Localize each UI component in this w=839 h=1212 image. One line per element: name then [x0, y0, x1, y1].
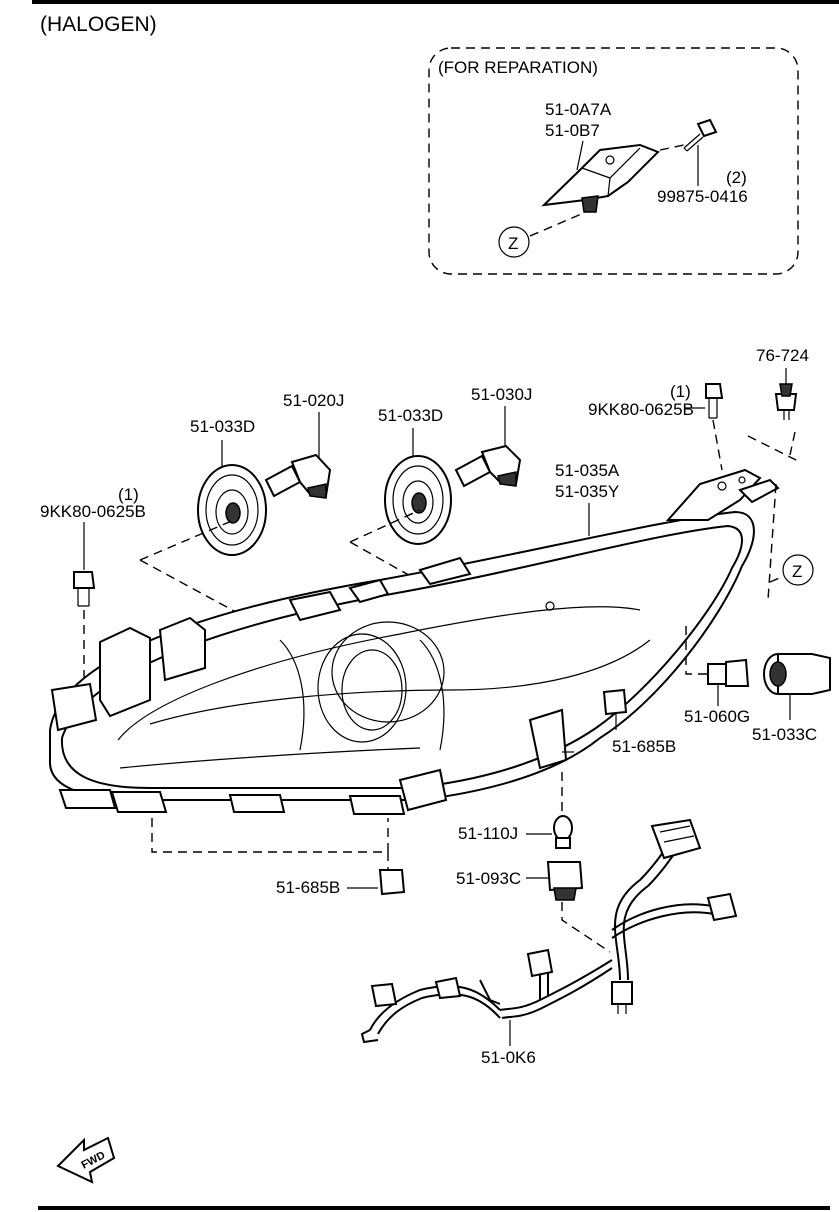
fwd-arrow-icon: FWD	[56, 1136, 116, 1184]
push-clip	[774, 383, 798, 420]
inset-zone-marker	[498, 226, 530, 258]
label-clip-bottom: 51-685B	[276, 878, 340, 897]
label-housing-a: 51-035A	[555, 461, 620, 480]
headlamp-housing	[48, 468, 780, 815]
label-clip-76: 76-724	[756, 346, 809, 365]
label-cap-pos: 51-033C	[752, 725, 817, 744]
label-bulb-high: 51-030J	[471, 385, 532, 404]
bulb-signal	[553, 815, 573, 849]
label-socket: 51-093C	[456, 869, 521, 888]
bulb-high	[454, 444, 522, 488]
label-clip-right: 51-685B	[612, 737, 676, 756]
label-bolt-right: 9KK80-0625B	[588, 400, 694, 419]
label-screw-qty: (2)	[726, 168, 747, 187]
repair-bracket	[541, 143, 660, 213]
label-harness: 51-0K6	[481, 1048, 536, 1067]
label-bulb-pos: 51-060G	[684, 707, 750, 726]
repair-screw	[683, 118, 718, 152]
diagram-title: (HALOGEN)	[40, 13, 157, 36]
bolt-right	[705, 383, 724, 419]
bulb-position	[707, 658, 750, 687]
cap-left	[197, 464, 267, 556]
repair-inset: (FOR REPARATION) 51-0A7A 51-0B7 (2) 9987…	[428, 47, 799, 275]
inset-title: (FOR REPARATION)	[438, 58, 598, 77]
zone-marker-letter: Z	[792, 562, 802, 581]
label-bracket-a: 51-0A7A	[545, 100, 612, 119]
label-bracket-b: 51-0B7	[545, 121, 600, 140]
socket	[546, 861, 584, 901]
inset-frame	[428, 47, 799, 275]
inset-zone-letter: Z	[508, 234, 518, 253]
label-housing-y: 51-035Y	[555, 482, 619, 501]
bolt-left	[73, 571, 96, 607]
cap-position	[763, 653, 831, 695]
zone-marker	[782, 554, 814, 586]
bulb-low	[264, 453, 332, 499]
cap-mid	[384, 455, 452, 545]
label-cap-left: 51-033D	[190, 417, 255, 436]
label-bolt-right-qty: (1)	[670, 382, 691, 401]
label-cap-mid: 51-033D	[378, 406, 443, 425]
label-bulb-signal: 51-110J	[458, 824, 518, 843]
label-bolt-left-qty: (1)	[118, 485, 139, 504]
wiring-harness	[360, 818, 738, 1044]
label-bulb-low: 51-020J	[283, 391, 344, 410]
label-bolt-left: 9KK80-0625B	[40, 502, 146, 521]
label-screw: 99875-0416	[657, 187, 748, 206]
clip-bottom	[378, 869, 406, 896]
clip-right	[602, 688, 628, 716]
